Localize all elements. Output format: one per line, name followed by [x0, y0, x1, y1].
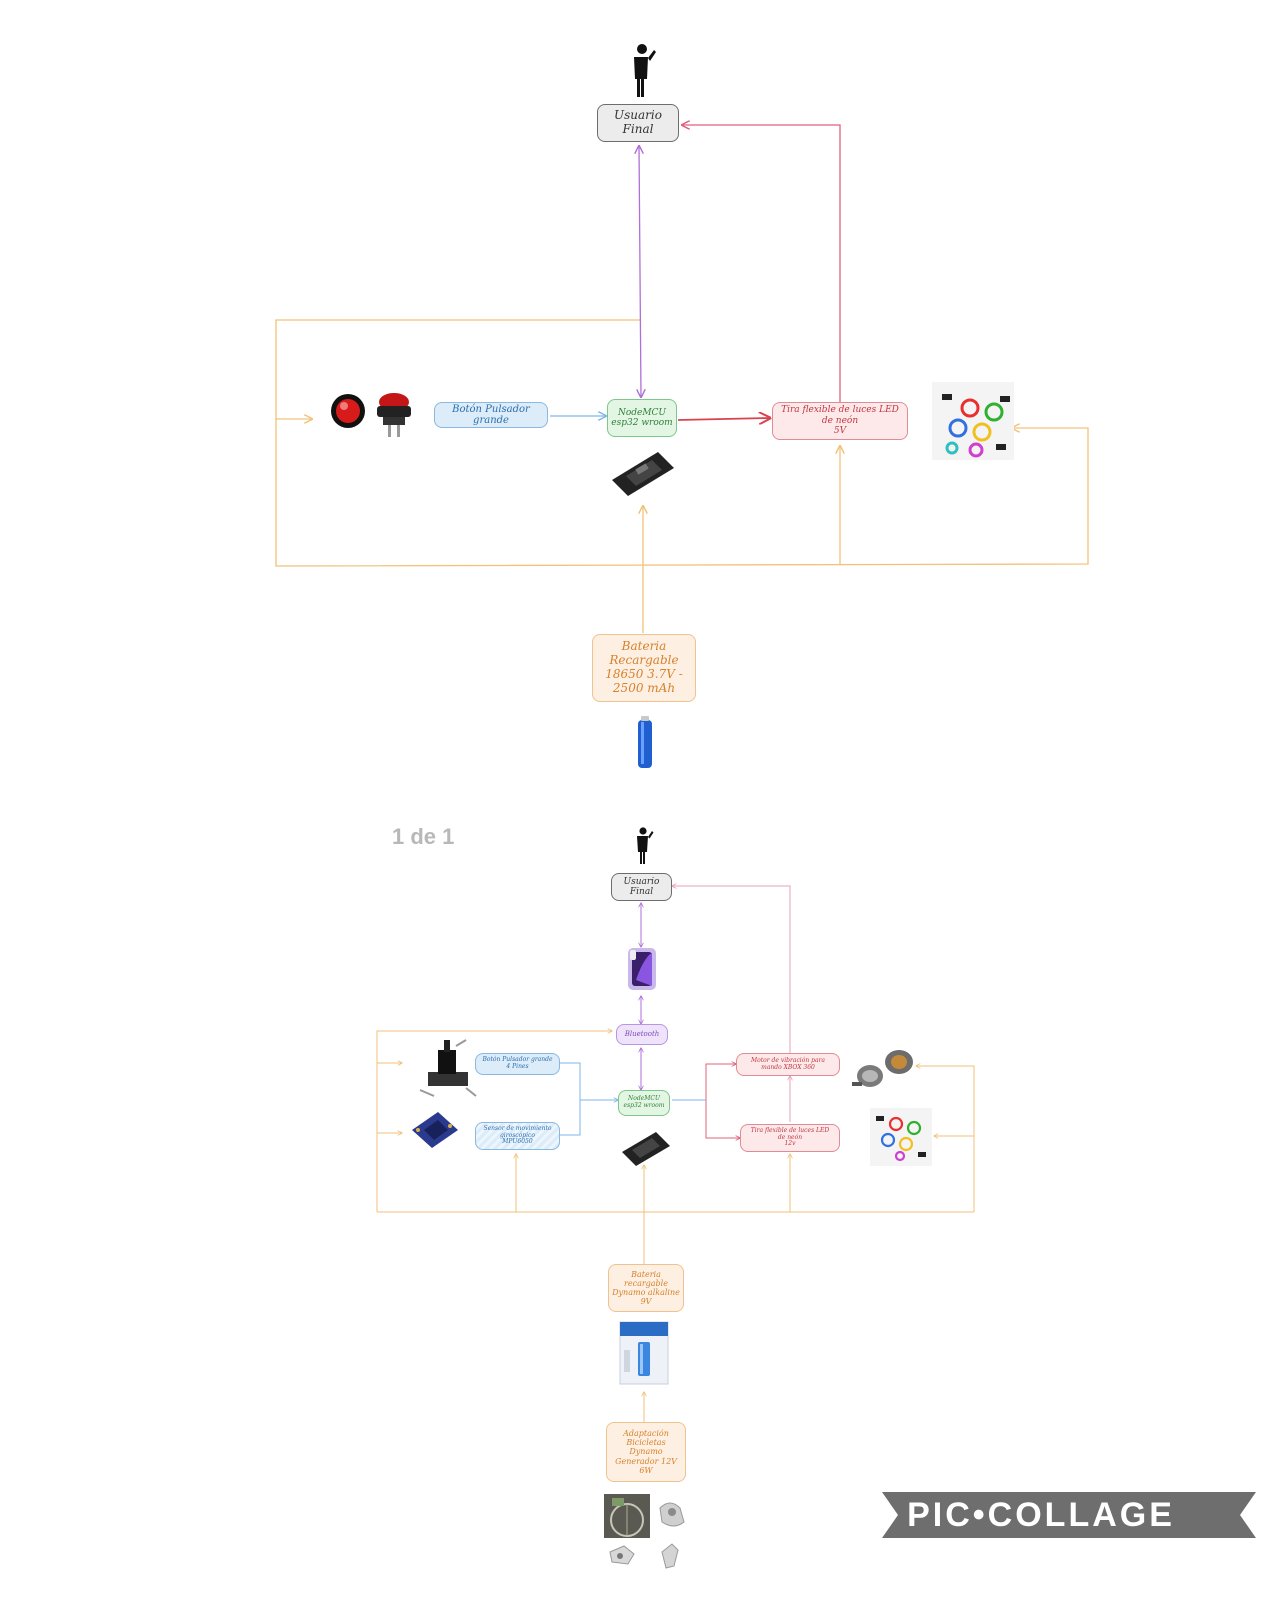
- mcu-to-led2: [705, 1100, 740, 1138]
- pic-collage-logo: PIC•COLLAGE: [858, 1492, 1224, 1538]
- nodemcu-node: NodeMCU esp32 wroom: [607, 399, 677, 437]
- led-strip-node: Tira flexible de luces LED de neón 5V: [772, 402, 908, 440]
- bluetooth-node: Bluetooth: [616, 1024, 668, 1045]
- led-to-user: [682, 125, 841, 402]
- tactile-button-icon: [419, 1039, 477, 1097]
- vibration-motor-node: Motor de vibración para mando XBOX 360: [736, 1053, 840, 1076]
- person-icon-small: [637, 827, 654, 864]
- battery-node-2: Bateria recargable Dynamo alkaline 9V: [608, 1264, 684, 1312]
- mpu6050-sensor-icon: [412, 1112, 458, 1148]
- button-node-2: Botón Pulsador grande 4 Pines: [475, 1053, 560, 1075]
- power-loop-top: [275, 319, 1089, 567]
- push-button-side-icon: [377, 393, 411, 437]
- vibration-motor-icon: [852, 1050, 913, 1087]
- mcu-to-motor: [705, 1064, 736, 1100]
- 18650-battery-icon: [638, 716, 652, 768]
- red-push-button-icon: [331, 394, 365, 428]
- dynamo-part-icon: [661, 1543, 679, 1569]
- power-loop-2: [376, 1031, 612, 1212]
- neon-led-strip-icon: [932, 382, 1014, 460]
- smartphone-icon: [628, 948, 656, 990]
- btn2-to-mcu: [560, 1062, 618, 1100]
- user-node-2: Usuario Final: [611, 873, 672, 901]
- led-strip-node-2: Tira flexible de luces LED de neón 12v: [740, 1124, 840, 1152]
- esp32-board-icon: [612, 452, 674, 496]
- motor-to-user: [672, 886, 791, 1058]
- page-label: 1 de 1: [392, 824, 455, 849]
- sensor-node: Sensor de movimiento giroscópico MPU6050: [475, 1122, 560, 1150]
- dynamo-generator-icon: [659, 1502, 685, 1527]
- power-right-2: [916, 1066, 975, 1212]
- diagram1-connectors: [275, 125, 1089, 633]
- esp32-board-icon-small: [622, 1132, 670, 1166]
- button-node: Botón Pulsador grande: [434, 402, 548, 428]
- brand-text: PIC•COLLAGE: [907, 1495, 1175, 1534]
- nodemcu-node-2: NodeMCU esp32 wroom: [618, 1090, 670, 1116]
- sensor-to-mcu: [560, 1100, 581, 1136]
- bicycle-dynamo-photo-icon: [604, 1494, 650, 1538]
- brand-banner-shape: [882, 1492, 1256, 1538]
- 9v-battery-package-icon: [619, 1321, 669, 1385]
- mcu-to-led: [677, 418, 770, 420]
- mcu-user-link: [639, 146, 641, 397]
- dynamo-node: Adaptación Bicicletas Dynamo Generador 1…: [606, 1422, 686, 1482]
- diagram2-connectors: [376, 886, 975, 1422]
- user-node: Usuario Final: [597, 104, 679, 142]
- dynamo-bracket-icon: [609, 1545, 635, 1565]
- person-icon: [634, 44, 656, 97]
- neon-led-strip-icon-small: [870, 1108, 932, 1166]
- battery-node: Bateria Recargable 18650 3.7V - 2500 mAh: [592, 634, 696, 702]
